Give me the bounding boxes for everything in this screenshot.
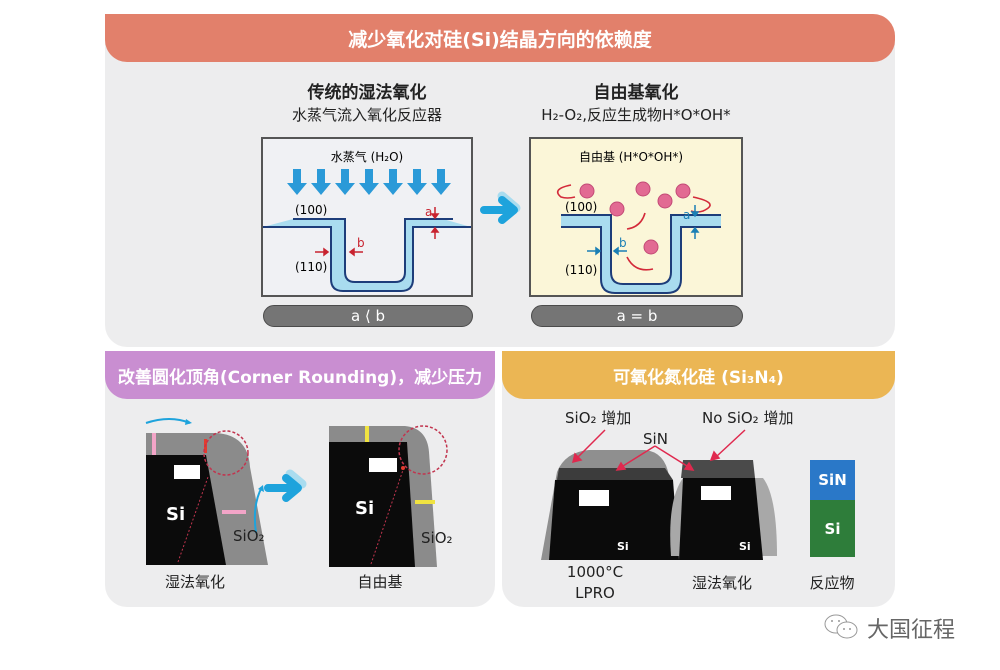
label-100: (100): [295, 203, 327, 217]
si-label: Si: [166, 504, 185, 525]
wechat-icon: [824, 614, 858, 639]
wet-oxidation-diagram: 水蒸气 (H₂O) (100) (110) a b: [261, 137, 473, 297]
si-label: Si: [617, 540, 629, 553]
radical-oxidation-tem-image: Si: [329, 425, 448, 567]
no-sio2-increase-label: No SiO₂ 增加: [702, 409, 794, 427]
wet-oxidation-caption: 湿法氧化: [691, 574, 752, 592]
thickness-arrows-icon: [587, 205, 700, 256]
radical-oxidation-diagram: 自由基 (H*O*OH*) (100) (110) a b: [529, 137, 743, 297]
steam-label: 水蒸气 (H₂O): [331, 149, 403, 164]
nitride-oxidation-header: 可氧化氮化硅 (Si₃N₄): [502, 351, 895, 399]
label-110: (110): [295, 260, 327, 274]
reactant-caption: 反应物: [809, 574, 855, 592]
wet-oxidation-caption: 湿法氧化: [164, 573, 225, 591]
radical-caption: 自由基: [357, 573, 403, 591]
nitride-oxidation-title: 可氧化氮化硅 (Si₃N₄): [613, 367, 784, 388]
si-label: Si: [355, 498, 374, 519]
arrow-right-icon: [480, 191, 521, 224]
steam-arrows-icon: [287, 169, 451, 195]
wet-oxidation-result: a ⟨ b: [263, 305, 473, 327]
label-a: a: [425, 205, 432, 219]
watermark-text: 大国征程: [867, 618, 956, 643]
radical-particles-icon: [579, 181, 691, 255]
arrow-right-icon: [264, 469, 307, 502]
label-100: (100): [565, 200, 597, 214]
wet-oxidation-tem-image: Si: [145, 418, 268, 565]
corner-rounding-title: 改善圆化顶角(Corner Rounding)，减少压力: [117, 367, 483, 388]
label-a: a: [683, 208, 690, 222]
radical-oxidation-subtitle: H₂-O₂,反应生成物H*O*OH*: [541, 106, 731, 124]
reactant-si-block: Si: [810, 500, 855, 557]
sio2-label: SiO₂: [233, 527, 265, 545]
wet-oxidation-title: 传统的湿法氧化: [307, 83, 427, 103]
silicon-surface-line: [263, 226, 471, 292]
si-label: Si: [739, 540, 751, 553]
wet-oxidation-subtitle: 水蒸气流入氧化反应器: [291, 106, 442, 124]
top-panel: [105, 14, 895, 347]
radical-flow-arrows-icon: [556, 184, 711, 271]
radical-oxidation-result: a = b: [531, 305, 743, 327]
radical-label: 自由基 (H*O*OH*): [579, 150, 683, 164]
sio2-label: SiO₂: [421, 529, 453, 547]
annotation-arrows: Si Si: [541, 429, 777, 560]
label-b: b: [619, 236, 627, 250]
oxide-layer: [263, 219, 471, 291]
label-b: b: [357, 236, 365, 250]
lpro-caption-temp: 1000°C: [566, 563, 624, 581]
sin-annotation-label: SiN: [643, 430, 668, 448]
lpro-caption-name: LPRO: [575, 584, 615, 602]
sio2-increase-label: SiO₂ 增加: [565, 409, 632, 427]
top-panel-header: 减少氧化对硅(Si)结晶方向的依赖度: [105, 14, 895, 62]
label-110: (110): [565, 263, 597, 277]
reactant-sin-label: SiN: [818, 471, 847, 489]
reactant-sin-block: SiN: [810, 460, 855, 500]
reactant-si-label: Si: [824, 519, 841, 538]
corner-rounding-header: 改善圆化顶角(Corner Rounding)，减少压力: [105, 351, 495, 399]
thickness-arrows-icon: [315, 207, 440, 257]
oxide-outline: [561, 214, 721, 294]
top-panel-title: 减少氧化对硅(Si)结晶方向的依赖度: [348, 28, 652, 51]
radical-oxidation-title: 自由基氧化: [593, 83, 679, 103]
oxide-outer-line: [293, 218, 453, 283]
